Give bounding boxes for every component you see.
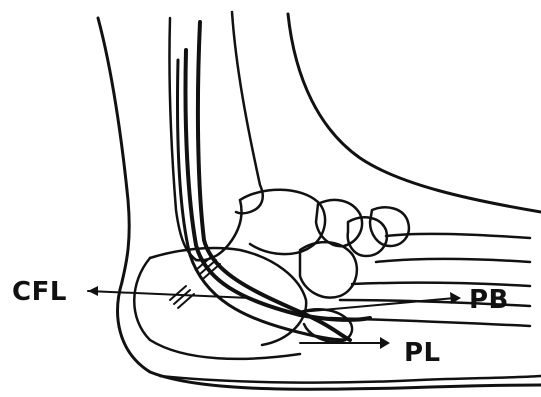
tibia-outline xyxy=(232,12,263,214)
cfl-pointer xyxy=(88,286,250,298)
metatarsal-2 xyxy=(376,259,530,262)
leg-outline xyxy=(98,18,129,282)
cuneiform-1 xyxy=(348,217,387,256)
label-pl: PL xyxy=(404,340,441,366)
sole-outline xyxy=(160,376,541,383)
label-cfl: CFL xyxy=(12,279,67,305)
tendon-pl xyxy=(198,22,350,340)
tendon-pb xyxy=(185,50,370,320)
cuneiform-2 xyxy=(370,207,409,246)
metatarsal-5 xyxy=(330,318,530,326)
cuboid-outline xyxy=(300,242,357,297)
anterior-leg-outline xyxy=(288,14,541,212)
label-pb: PB xyxy=(469,287,509,313)
